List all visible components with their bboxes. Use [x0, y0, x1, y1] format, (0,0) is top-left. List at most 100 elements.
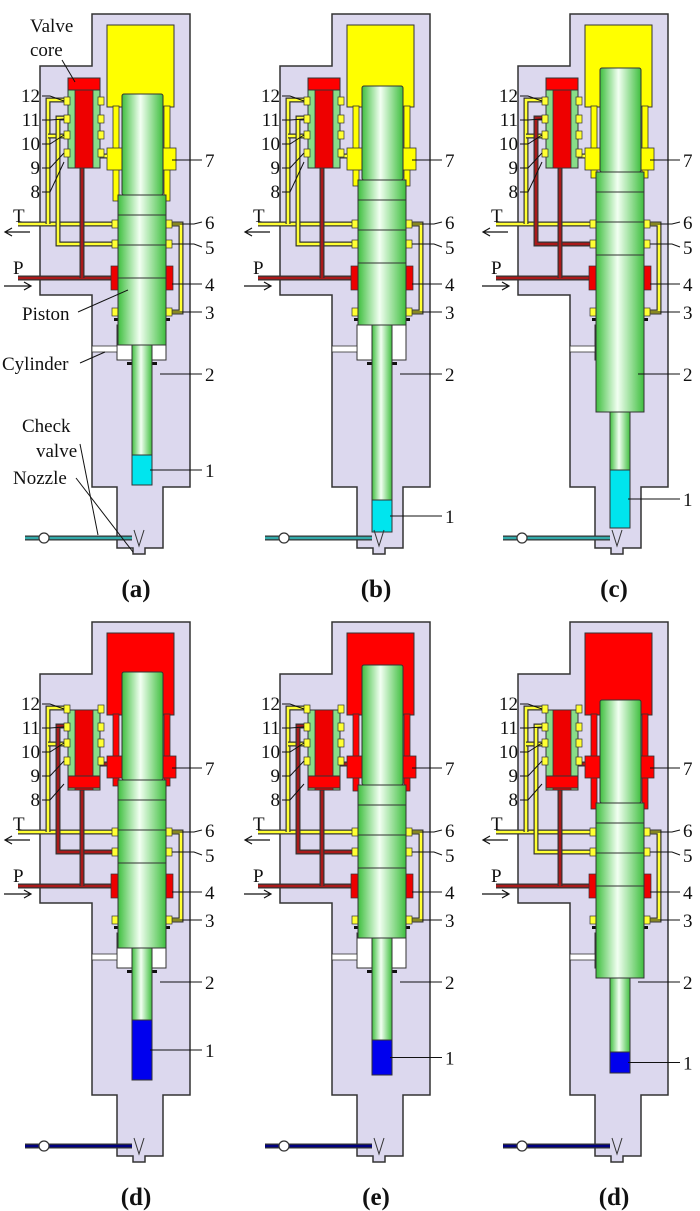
label-port-5: 5 — [683, 238, 693, 259]
label-port-7: 7 — [445, 151, 455, 172]
line-11-5 — [296, 116, 353, 246]
leader-port-8 — [282, 161, 305, 193]
label-port-9: 9 — [31, 158, 41, 179]
label-port-1: 1 — [445, 1049, 455, 1070]
label-port-10: 10 — [261, 742, 280, 763]
cylinder-passage — [331, 345, 358, 353]
nozzle-tip — [373, 529, 385, 548]
piston-head — [121, 93, 164, 196]
leader-port-12 — [282, 703, 305, 710]
leader-port-12 — [42, 95, 65, 102]
check-valve-icon — [38, 1140, 50, 1152]
valve-core-label: Valve — [30, 16, 73, 37]
chamber-channel-left — [352, 105, 360, 187]
label-port-7: 7 — [205, 151, 215, 172]
piston-body — [357, 784, 407, 939]
port-10-right — [337, 738, 345, 748]
port-12-left — [63, 704, 71, 714]
port-9-left — [303, 756, 311, 766]
fuel-chamber-1 — [131, 1019, 153, 1081]
leader-port-8 — [42, 161, 65, 193]
seal-left — [354, 318, 360, 321]
chamber-channel-right — [403, 105, 411, 187]
plunger-rod — [609, 411, 631, 471]
port-9-right — [575, 148, 583, 158]
check-valve-icon — [278, 532, 290, 544]
valve-spool — [552, 87, 572, 169]
label-port-11: 11 — [500, 110, 518, 131]
leader-port-5 — [412, 243, 443, 248]
label-port-12: 12 — [21, 694, 40, 715]
leader-port-11 — [520, 726, 543, 729]
port-9-right — [97, 148, 105, 158]
leader-port-10 — [282, 742, 305, 753]
tank-arrow-icon — [3, 835, 30, 845]
label-port-1: 1 — [445, 507, 455, 528]
valve-cap — [307, 77, 341, 91]
label-port-3: 3 — [683, 911, 693, 932]
tank-label: T — [491, 206, 503, 227]
label-port-8: 8 — [271, 182, 281, 203]
chamber-channel-right — [641, 105, 649, 179]
plunger-rod — [371, 937, 393, 1041]
port-9-right — [575, 756, 583, 766]
leader-port-5 — [650, 851, 681, 856]
pressure-label: P — [13, 866, 24, 887]
piston-head — [361, 85, 404, 181]
leader-cylinder — [79, 351, 106, 364]
pressure-label: P — [491, 866, 502, 887]
label-port-6: 6 — [205, 821, 215, 842]
plunger-rod — [131, 344, 153, 456]
port-10-left — [63, 130, 71, 140]
leader-valve-core — [61, 59, 76, 83]
leader-port-6 — [412, 221, 443, 225]
check-valve-label-2: valve — [36, 441, 77, 462]
label-port-4: 4 — [683, 883, 693, 904]
check-valve-icon — [516, 532, 528, 544]
leader-port-10 — [42, 134, 65, 145]
port-12-right — [575, 96, 583, 106]
port-9-left — [63, 756, 71, 766]
label-port-2: 2 — [683, 365, 693, 386]
port-12-left — [541, 96, 549, 106]
port-7-right — [161, 755, 177, 779]
port-7-left — [106, 755, 123, 779]
leader-port-8 — [282, 783, 305, 801]
port-12-left — [541, 704, 549, 714]
leader-port-5 — [412, 851, 443, 856]
label-port-6: 6 — [205, 213, 215, 234]
panel-caption: (b) — [361, 576, 392, 603]
nozzle-tip — [373, 1137, 385, 1156]
nozzle-tip — [133, 1137, 145, 1156]
port-12-right — [575, 704, 583, 714]
leader-port-10 — [520, 134, 543, 145]
piston-label: Piston — [22, 304, 70, 325]
seal-right — [642, 318, 648, 321]
seal-right — [642, 926, 648, 929]
label-port-12: 12 — [499, 86, 518, 107]
label-port-11: 11 — [500, 718, 518, 739]
check-valve-icon — [38, 532, 50, 544]
label-port-10: 10 — [21, 742, 40, 763]
panel-caption: (d) — [121, 1184, 152, 1211]
label-port-6: 6 — [445, 821, 455, 842]
label-port-5: 5 — [205, 238, 215, 259]
cylinder-passage — [331, 953, 358, 961]
port-12-left — [303, 96, 311, 106]
piston-body — [357, 179, 407, 326]
port-7-right — [639, 755, 655, 779]
seal-right — [404, 926, 410, 929]
label-port-6: 6 — [445, 213, 455, 234]
label-port-2: 2 — [445, 365, 455, 386]
check-valve-icon — [278, 1140, 290, 1152]
check-valve-label: Check — [22, 416, 71, 437]
piston-head — [599, 699, 642, 804]
line-11-5 — [56, 724, 113, 854]
plunger-rod — [609, 977, 631, 1053]
line-11-5 — [296, 724, 353, 854]
label-port-10: 10 — [499, 742, 518, 763]
label-port-8: 8 — [509, 790, 519, 811]
piston-body — [595, 171, 645, 413]
